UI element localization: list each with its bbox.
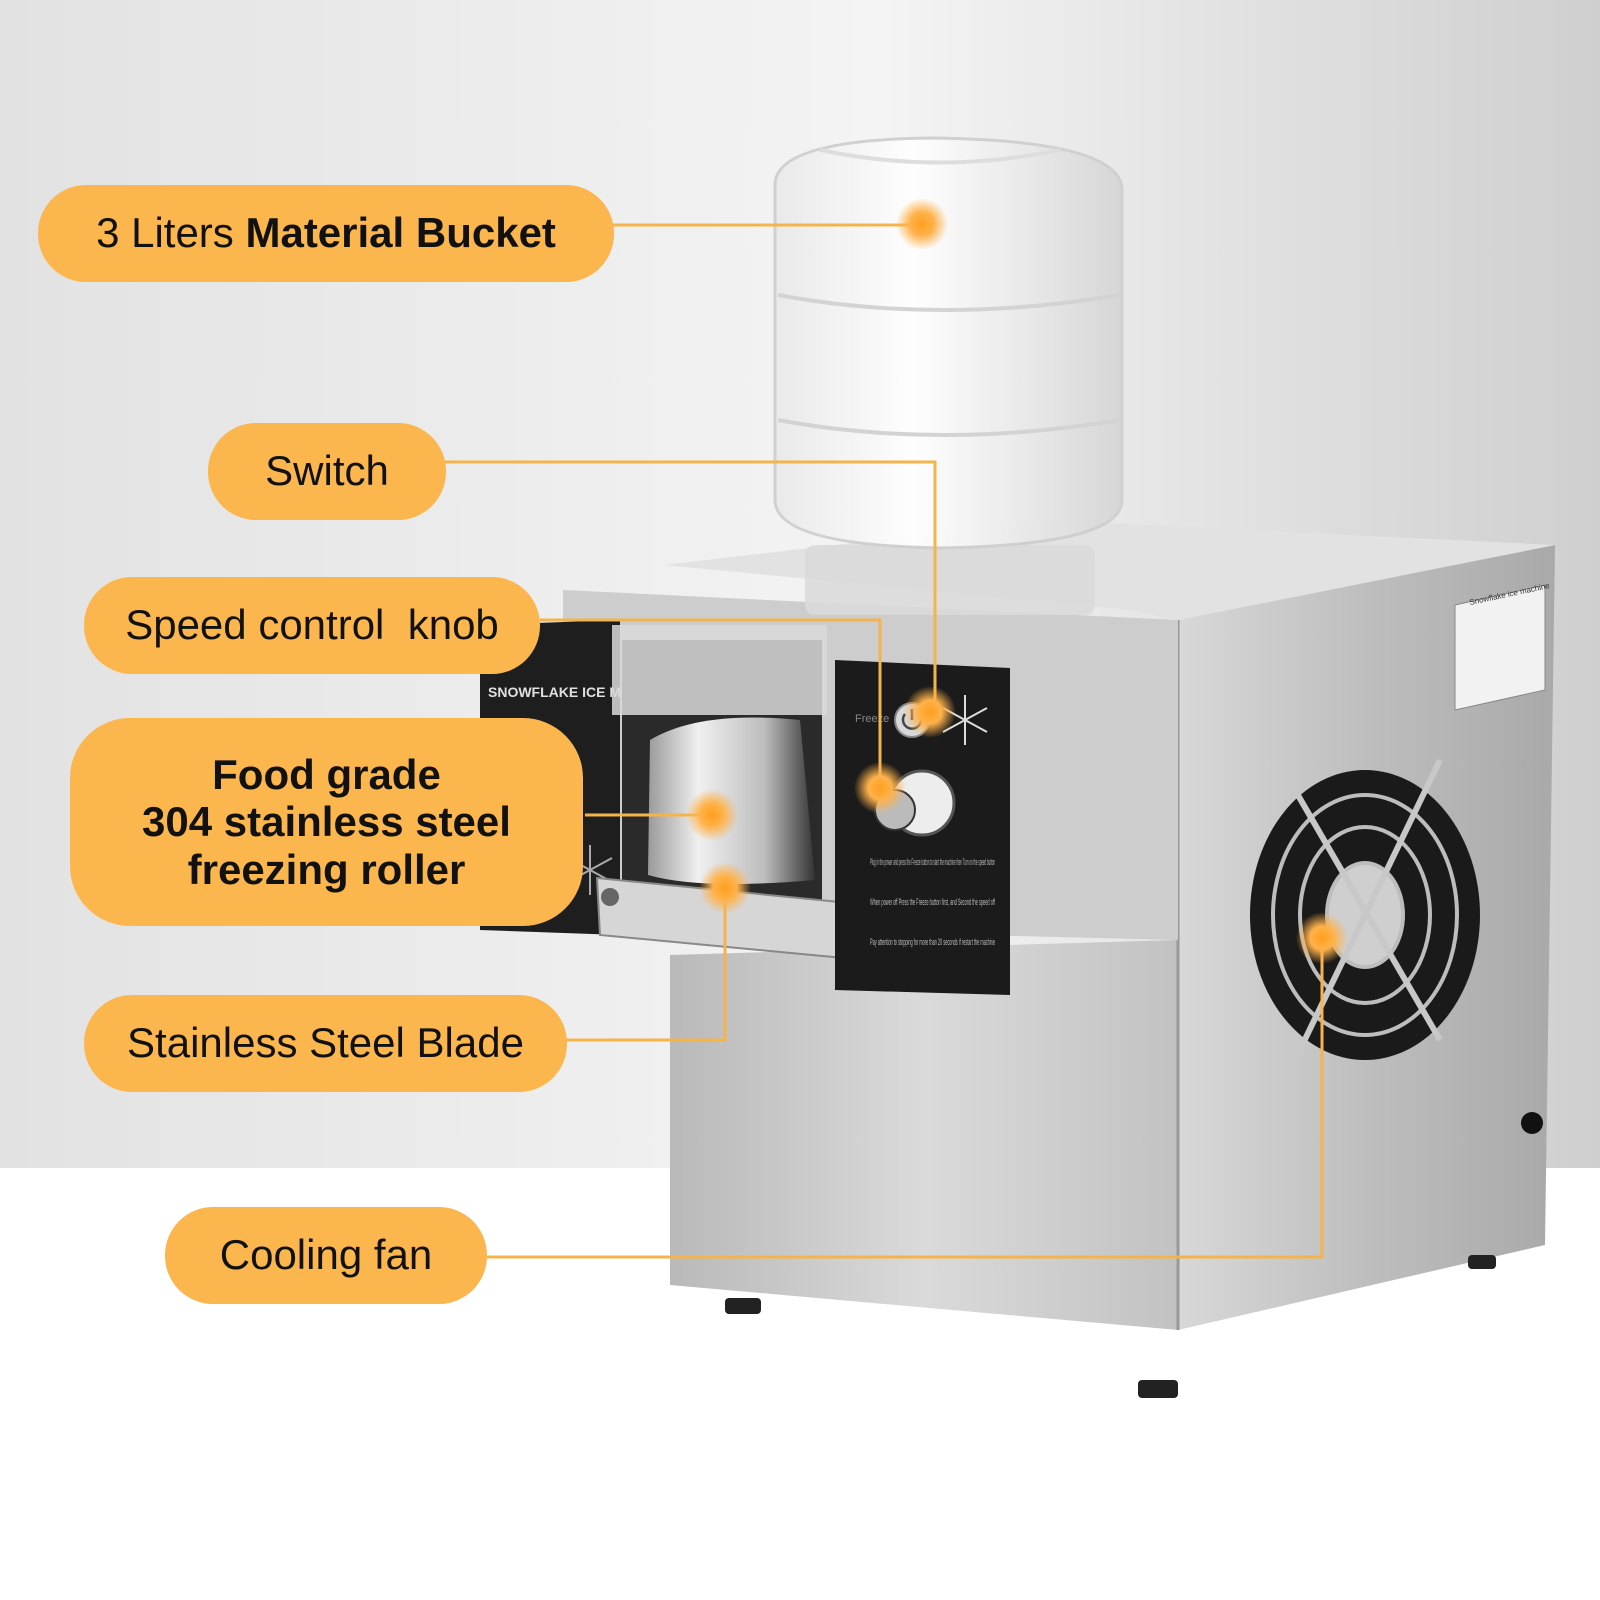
instructions: Plug in the power and press the Freeze b…: [870, 857, 995, 947]
bucket-label: Material Bucket: [245, 209, 556, 257]
dot-speed: [854, 762, 906, 814]
roller-line-3: freezing roller: [187, 845, 466, 893]
fan-callout-label: Cooling fan: [219, 1231, 433, 1279]
switch-label: Freeze: [855, 713, 889, 725]
blade-screw: [601, 888, 619, 906]
callout-material-bucket: 3 Liters Material Bucket: [38, 185, 614, 282]
dot-blade: [699, 862, 751, 914]
callout-stainless-steel-blade: Stainless Steel Blade: [84, 995, 567, 1092]
material-bucket: [773, 136, 1124, 615]
roller-line-1: Food grade: [212, 750, 441, 798]
dot-roller: [686, 789, 738, 841]
foot: [1138, 1380, 1178, 1398]
leader-speed: [540, 618, 882, 790]
hopper-shield: [612, 625, 827, 715]
leader-blade: [565, 888, 727, 1042]
roller-line-2: 304 stainless steel: [142, 798, 511, 846]
instruction-3: Pay attention to stopping for more than …: [870, 937, 995, 947]
machine-front-lower: [670, 940, 1178, 1330]
instruction-1: Plug in the power and press the Freeze b…: [870, 857, 995, 867]
callout-speed-control-knob: Speed control knob: [84, 577, 540, 674]
dot-fan: [1296, 912, 1348, 964]
callout-cooling-fan: Cooling fan: [165, 1207, 487, 1304]
power-cord-port: [1521, 1112, 1543, 1134]
leader-switch: [444, 460, 937, 710]
nameplate: Snowflake ice machine: [1454, 581, 1551, 711]
instruction-2: When power off Press the Freeze button f…: [870, 897, 995, 907]
dot-bucket: [896, 198, 948, 250]
dot-switch: [904, 686, 956, 738]
fan-grille-icon: [1250, 758, 1480, 1062]
blade-callout-label: Stainless Steel Blade: [127, 1019, 524, 1067]
speed-knob-callout-label: Speed control knob: [125, 601, 499, 649]
foot: [1468, 1255, 1496, 1269]
switch-callout-label: Switch: [265, 447, 389, 495]
leader-fan: [487, 940, 1324, 1259]
callout-freezing-roller: Food grade 304 stainless steel freezing …: [70, 718, 583, 926]
callout-dots: [686, 198, 1348, 964]
callout-switch: Switch: [208, 423, 446, 520]
bucket-capacity: 3 Liters: [96, 209, 234, 257]
foot: [725, 1298, 761, 1314]
